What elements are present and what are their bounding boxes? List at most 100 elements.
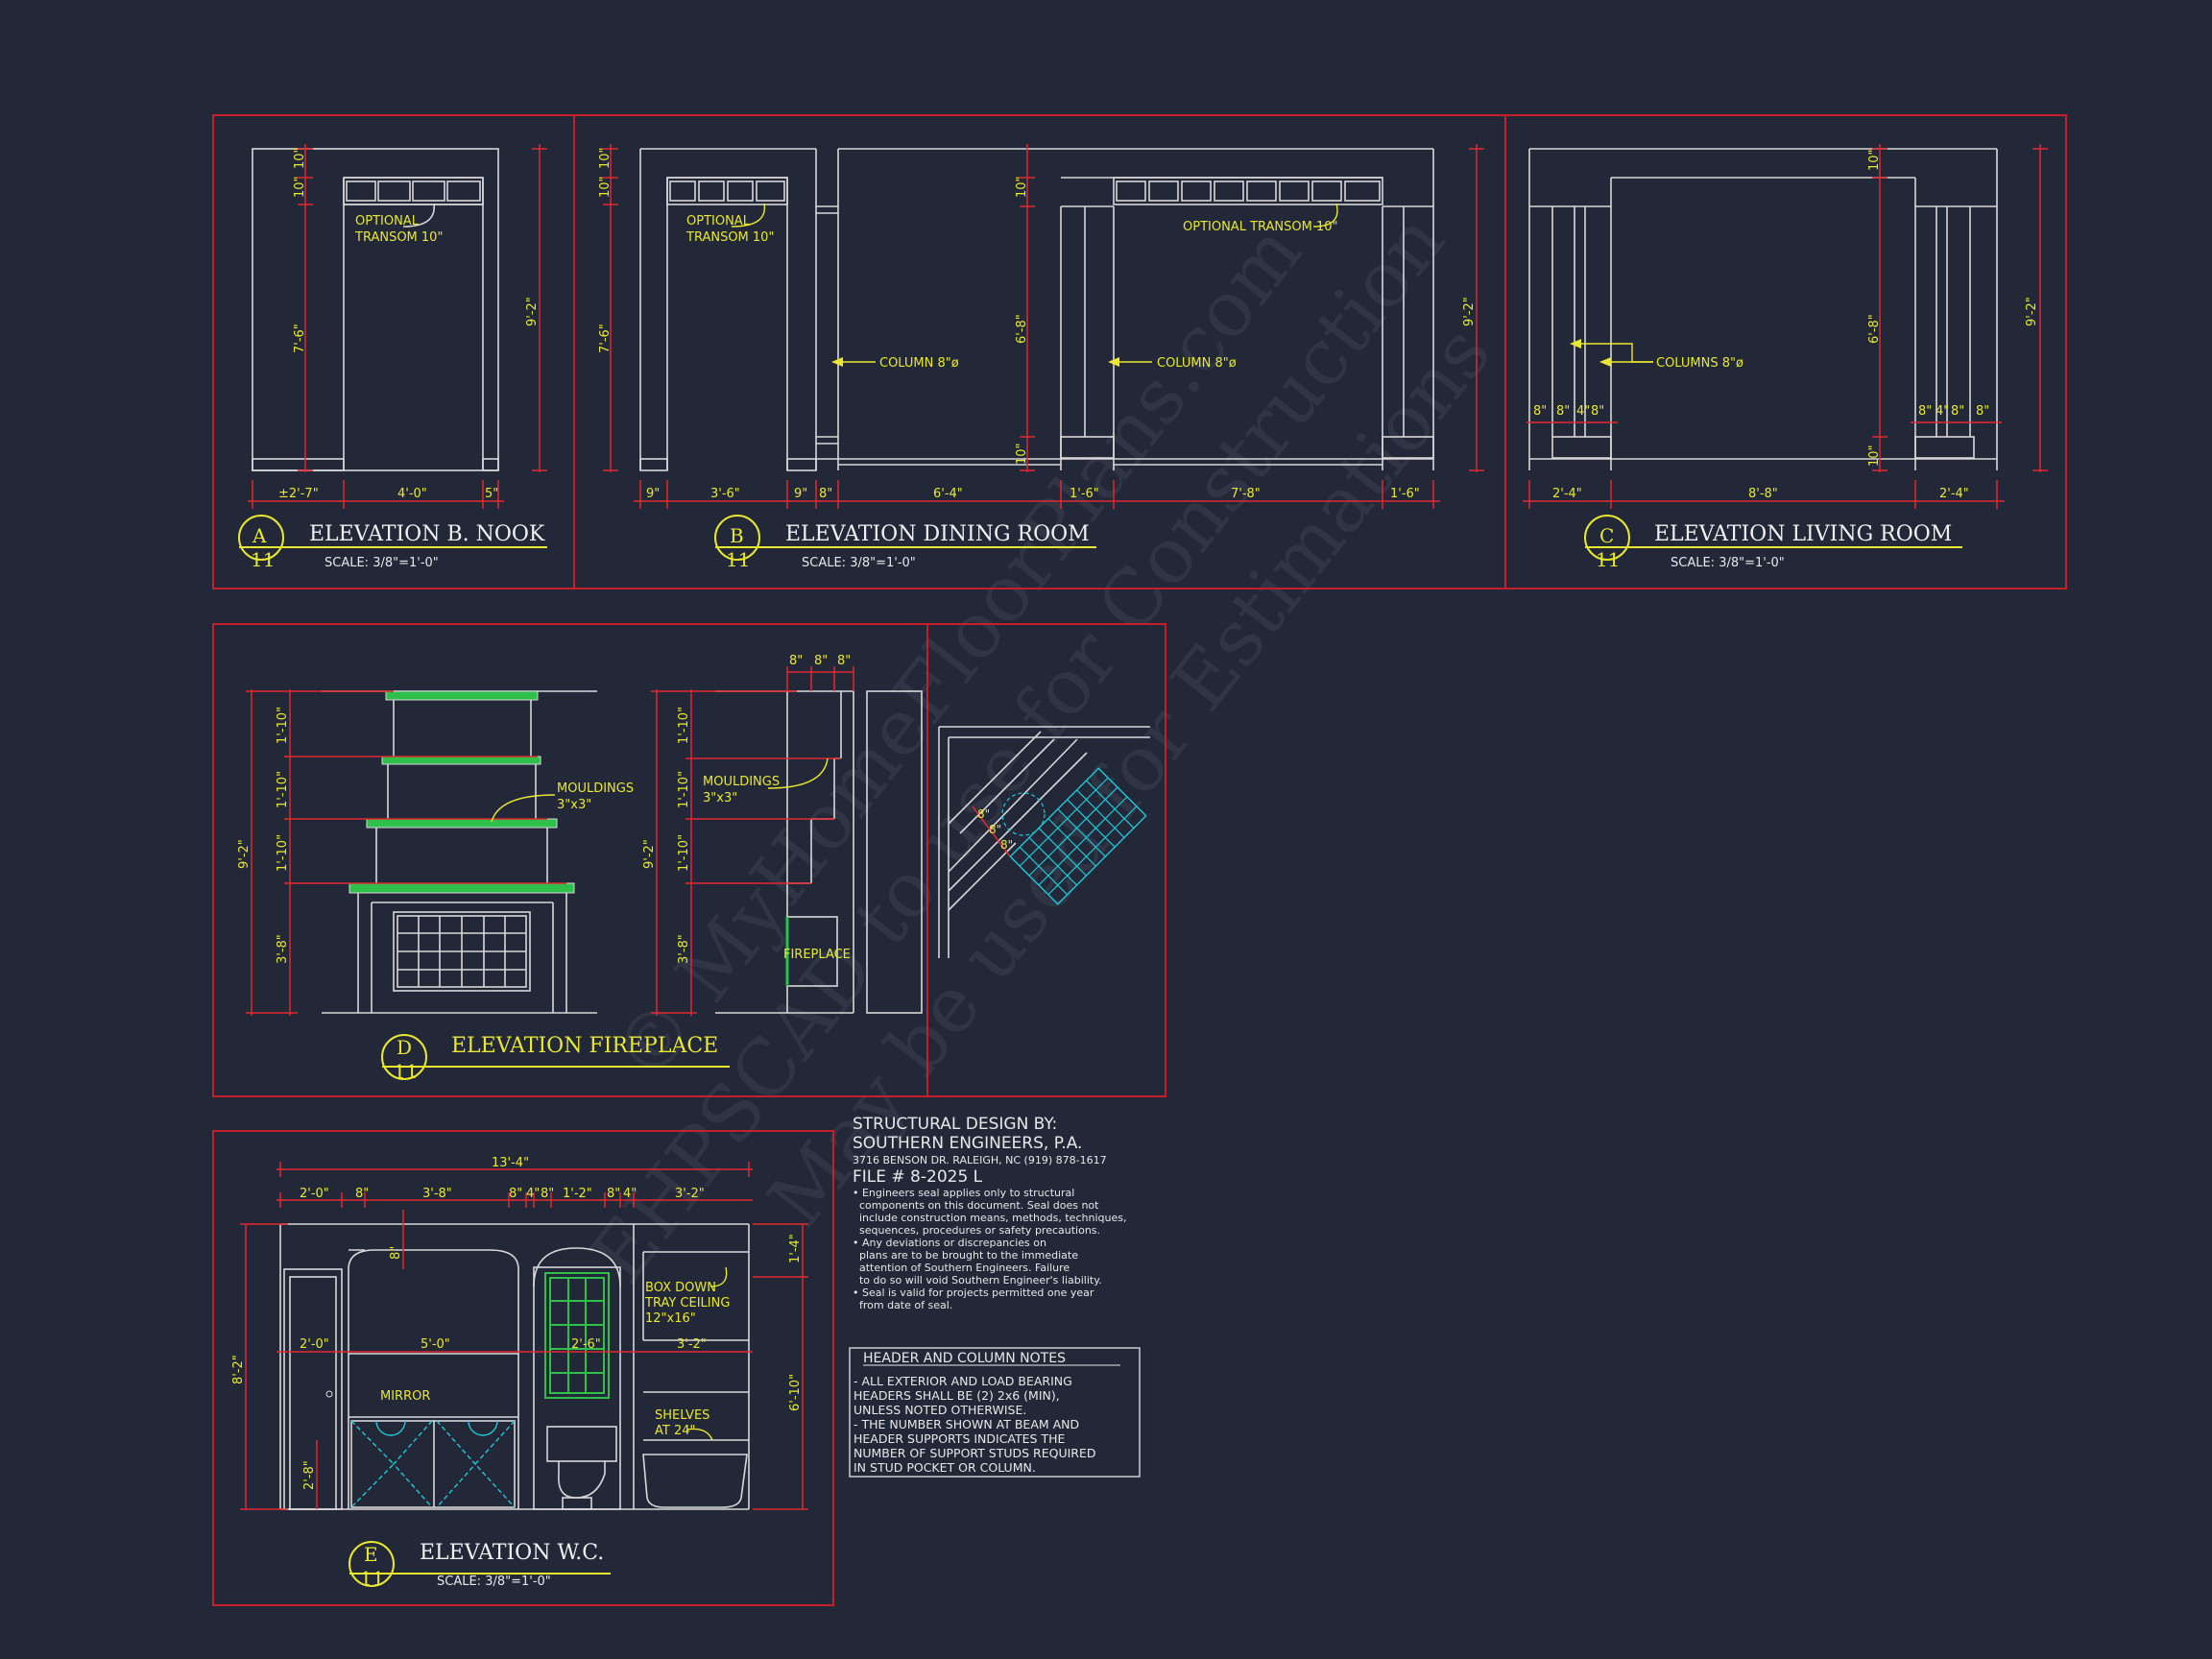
wc-title: ELEVATION W.C. xyxy=(420,1541,604,1565)
drawing-label: 4" xyxy=(623,1187,637,1201)
drawing-label: 9'-2" xyxy=(525,297,540,326)
drawing-label: 8" xyxy=(1591,404,1604,419)
drawing-label: 10" xyxy=(598,176,613,198)
drawing-label: IN STUD POCKET OR COLUMN. xyxy=(854,1460,1036,1475)
drawing-label: to do so will void Southern Engineer's l… xyxy=(853,1274,1102,1286)
drawing-label: 4" xyxy=(526,1187,540,1201)
drawing-label: E xyxy=(364,1543,378,1566)
header-notes-title: HEADER AND COLUMN NOTES xyxy=(863,1351,1066,1366)
drawing-label: 2'-6" xyxy=(571,1337,601,1352)
drawing-label: C xyxy=(1599,524,1614,547)
drawing-label: TRAY CEILING xyxy=(644,1296,730,1310)
drawing-label: 10" xyxy=(598,147,613,169)
drawing-label: 4" xyxy=(1576,404,1590,419)
drawing-label: 8" xyxy=(1533,404,1547,419)
drawing-label: plans are to be brought to the immediate xyxy=(853,1249,1078,1262)
drawing-label: 4" xyxy=(1936,404,1949,419)
drawing-label: 11 xyxy=(251,548,275,571)
drawing-label: 8" xyxy=(607,1187,620,1201)
drawing-label: 5" xyxy=(485,487,498,501)
drawing-label: COLUMN 8"ø xyxy=(879,356,959,371)
drawing-label: SCALE: 3/8"=1'-0" xyxy=(1671,556,1785,570)
header-column-notes: HEADER AND COLUMN NOTES - ALL EXTERIOR A… xyxy=(849,1347,1141,1478)
drawing-label: 5'-0" xyxy=(421,1337,450,1352)
drawing-label: • Seal is valid for projects permitted o… xyxy=(853,1286,1094,1299)
drawing-label: 8" xyxy=(1976,404,1989,419)
drawing-label: COLUMNS 8"ø xyxy=(1656,356,1743,371)
drawing-label: 8" xyxy=(789,654,803,668)
engineer-line-4: FILE # 8-2025 L xyxy=(853,1167,983,1187)
drawing-label: 8" xyxy=(355,1187,369,1201)
elevation-living: 10" 6'-8" 10" 9'-2" 2'-4" 8'-8" 2'-4" 8"… xyxy=(1523,144,2048,571)
drawing-label: 1'-6" xyxy=(1070,487,1099,501)
drawing-label: 8" xyxy=(819,487,832,501)
drawing-label: 10" xyxy=(293,147,307,169)
drawing-label: 2'-0" xyxy=(300,1337,329,1352)
drawing-label: 8" xyxy=(977,807,990,821)
drawing-label: 3'-2" xyxy=(677,1337,707,1352)
drawing-label: 8" xyxy=(389,1246,403,1260)
drawing-label: 13'-4" xyxy=(492,1156,529,1170)
living-title: ELEVATION LIVING ROOM xyxy=(1654,522,1952,546)
drawing-label: 8" xyxy=(989,823,1001,836)
drawing-label: HEADER SUPPORTS INDICATES THE xyxy=(854,1431,1065,1446)
drawing-label: 8" xyxy=(1918,404,1932,419)
engineer-line-3: 3716 BENSON DR. RALEIGH, NC (919) 878-16… xyxy=(853,1154,1107,1166)
drawing-label: 6'-8" xyxy=(1015,314,1029,344)
drawing-label: attention of Southern Engineers. Failure xyxy=(853,1262,1070,1274)
drawing-label: 10" xyxy=(1015,176,1029,198)
drawing-label: 1'-10" xyxy=(276,771,290,808)
drawing-label: MIRROR xyxy=(380,1389,430,1404)
drawing-label: 6'-8" xyxy=(1867,314,1882,344)
drawing-label: HEADERS SHALL BE (2) 2x6 (MIN), xyxy=(854,1388,1060,1403)
drawing-label: • Engineers seal applies only to structu… xyxy=(853,1187,1074,1199)
drawing-label: 1'-10" xyxy=(677,771,691,808)
drawing-label: 3"x3" xyxy=(703,791,737,805)
drawing-label: 2'-8" xyxy=(302,1460,317,1490)
dining-title: ELEVATION DINING ROOM xyxy=(785,522,1090,546)
drawing-label: NUMBER OF SUPPORT STUDS REQUIRED xyxy=(854,1446,1096,1460)
drawing-label: 8" xyxy=(1000,838,1013,852)
drawing-label: 1'-4" xyxy=(788,1234,803,1263)
drawing-label: 1'-10" xyxy=(677,707,691,744)
drawing-label: MOULDINGS xyxy=(703,775,780,789)
engineer-line-2: SOUTHERN ENGINEERS, P.A. xyxy=(853,1134,1082,1153)
fireplace-frame xyxy=(212,623,1166,1097)
drawing-label: 8" xyxy=(1951,404,1964,419)
drawing-label: 10" xyxy=(293,176,307,198)
drawing-label: 9'-2" xyxy=(237,839,252,869)
drawing-label: MOULDINGS xyxy=(557,781,634,796)
drawing-label: 1'-10" xyxy=(677,834,691,872)
drawing-label: OPTIONAL xyxy=(355,214,420,228)
drawing-label: 9" xyxy=(794,487,807,501)
drawing-label: 11 xyxy=(360,1567,384,1590)
drawing-label: 8" xyxy=(814,654,828,668)
drawing-label: 7'-6" xyxy=(293,324,307,353)
drawing-label: SCALE: 3/8"=1'-0" xyxy=(802,556,916,570)
drawing-label: 12"x16" xyxy=(645,1311,696,1326)
drawing-label: 2'-0" xyxy=(300,1187,329,1201)
drawing-label: 10" xyxy=(1015,443,1029,465)
drawing-label: 8" xyxy=(1556,404,1570,419)
drawing-label: 9'-2" xyxy=(642,839,657,869)
drawing-label: 1'-2" xyxy=(563,1187,592,1201)
elevation-dining: 10" 10" 7'-6" 10" 6'-8" 10" 9'-2" 9" 3'-… xyxy=(598,144,1484,571)
drawing-label: 10" xyxy=(1867,149,1882,171)
drawing-label: OPTIONAL TRANSOM 10" xyxy=(1183,220,1338,234)
drawing-label: FIREPLACE xyxy=(783,948,851,962)
drawing-label: TRANSOM 10" xyxy=(354,230,443,245)
drawing-label: 8" xyxy=(509,1187,522,1201)
nook-title: ELEVATION B. NOOK xyxy=(309,522,545,546)
drawing-label: 4'-0" xyxy=(397,487,427,501)
drawing-label: SCALE: 3/8"=1'-0" xyxy=(325,556,439,570)
drawing-label: UNLESS NOTED OTHERWISE. xyxy=(854,1403,1026,1417)
drawing-label: 3'-2" xyxy=(675,1187,705,1201)
drawing-label: TRANSOM 10" xyxy=(685,230,774,245)
drawing-label: ±2'-7" xyxy=(278,487,319,501)
drawing-label: COLUMN 8"ø xyxy=(1157,356,1237,371)
drawing-label: 1'-10" xyxy=(276,834,290,872)
drawing-label: sequences, procedures or safety precauti… xyxy=(853,1224,1100,1237)
drawing-label: 1'-6" xyxy=(1390,487,1420,501)
drawing-label: AT 24" xyxy=(655,1424,695,1438)
